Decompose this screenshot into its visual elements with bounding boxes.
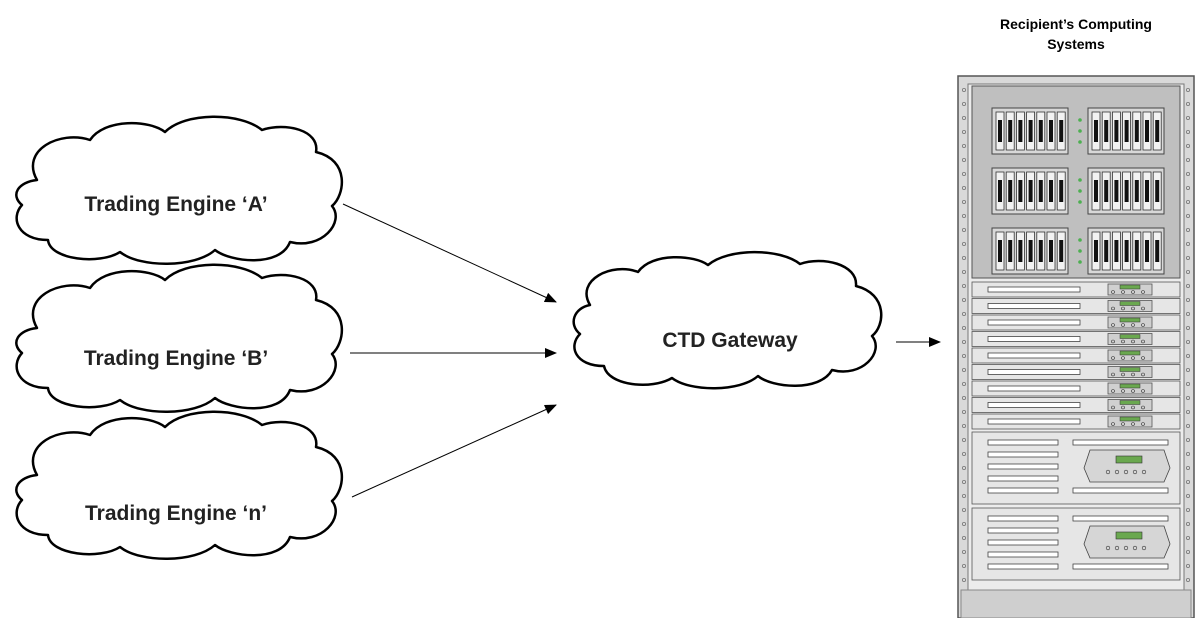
recipient-title-line1: Recipient’s Computing [1000,16,1152,32]
trading-engine-a-cloud: Trading Engine ‘A’ [15,115,344,265]
ctd-gateway-label: CTD Gateway [662,329,798,352]
recipient-title: Recipient’s Computing Systems [958,14,1194,54]
trading-engine-b-label: Trading Engine ‘B’ [84,347,268,370]
trading-engine-a-label: Trading Engine ‘A’ [84,193,267,216]
arrow-engine-n-to-gateway [351,404,557,498]
recipient-title-line2: Systems [1047,36,1105,52]
server-rack-icon [957,75,1195,618]
ctd-gateway-cloud: CTD Gateway [572,250,883,390]
trading-engine-n-cloud: Trading Engine ‘n’ [15,410,344,560]
arrow-engine-a-to-gateway [342,203,557,303]
rack-base [960,589,1192,618]
trading-engine-n-label: Trading Engine ‘n’ [85,502,267,525]
trading-engine-b-cloud: Trading Engine ‘B’ [15,263,344,413]
